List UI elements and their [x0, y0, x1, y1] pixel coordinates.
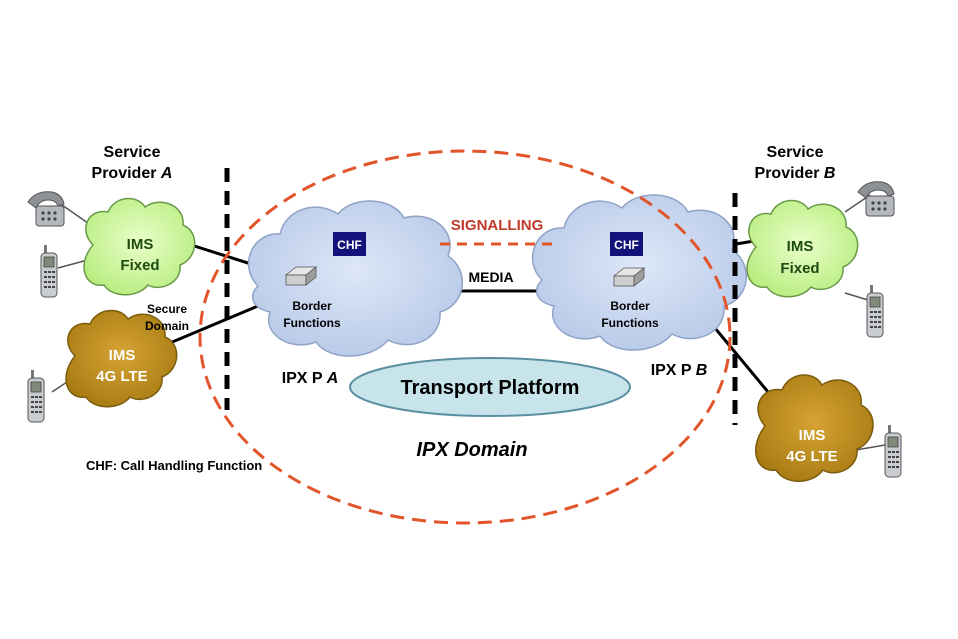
ims-fixed-cloud-a: [83, 197, 196, 296]
ims-fixed-a-line2: Fixed: [120, 257, 159, 274]
ipx-p-b-label: IPX P B: [651, 362, 708, 379]
transport-platform-label: Transport Platform: [401, 377, 580, 399]
provider-a-line1: Service: [104, 144, 161, 161]
secure-domain-line1: Secure: [147, 302, 187, 316]
border-functions-b-line1: Border: [610, 299, 650, 313]
chf-box-a: [333, 232, 366, 256]
provider-a-line2: Provider A: [92, 165, 173, 182]
mobile-phone-icon-a-fixed: [40, 244, 58, 298]
border-functions-a-line1: Border: [292, 299, 332, 313]
transport-platform-ellipse: [349, 357, 631, 417]
ims-fixed-a-line1: IMS: [127, 236, 154, 253]
chf-label-b: CHF: [614, 238, 639, 252]
ipx-domain-ellipse: [198, 149, 732, 525]
ims-fixed-b-line2: Fixed: [780, 260, 819, 277]
ims-fixed-cloud-b: [746, 199, 859, 298]
link-lte-a-to-ipx-a: [157, 301, 266, 350]
border-functions-b-line2: Functions: [601, 316, 659, 330]
mobile-phone-icon-a-lte: [27, 369, 45, 423]
mobile-phone-icon-b-fixed: [866, 284, 884, 338]
ims-lte-b-line2: 4G LTE: [786, 448, 837, 465]
media-label: MEDIA: [468, 269, 513, 285]
ipx-cloud-a: [247, 200, 463, 357]
ims-lte-cloud-a: [65, 309, 178, 408]
ipx-p-a-label: IPX P A: [282, 370, 339, 387]
ims-lte-cloud-b: [755, 374, 874, 482]
desk-phone-icon-a: [27, 191, 65, 227]
ims-lte-a-line2: 4G LTE: [96, 368, 147, 385]
ipx-domain-label: IPX Domain: [416, 439, 527, 461]
chf-box-b: [610, 232, 643, 256]
ims-lte-a-line1: IMS: [109, 347, 136, 364]
ims-fixed-b-line1: IMS: [787, 238, 814, 255]
chf-label-a: CHF: [337, 238, 362, 252]
provider-b-line1: Service: [767, 144, 824, 161]
secure-domain-line2: Domain: [145, 319, 189, 333]
ims-lte-b-line1: IMS: [799, 427, 826, 444]
provider-b-line2: Provider B: [755, 165, 836, 182]
signalling-label: SIGNALLING: [451, 217, 544, 234]
mobile-phone-icon-b-lte: [884, 424, 902, 478]
border-functions-a-line2: Functions: [283, 316, 341, 330]
chf-legend: CHF: Call Handling Function: [86, 458, 262, 473]
